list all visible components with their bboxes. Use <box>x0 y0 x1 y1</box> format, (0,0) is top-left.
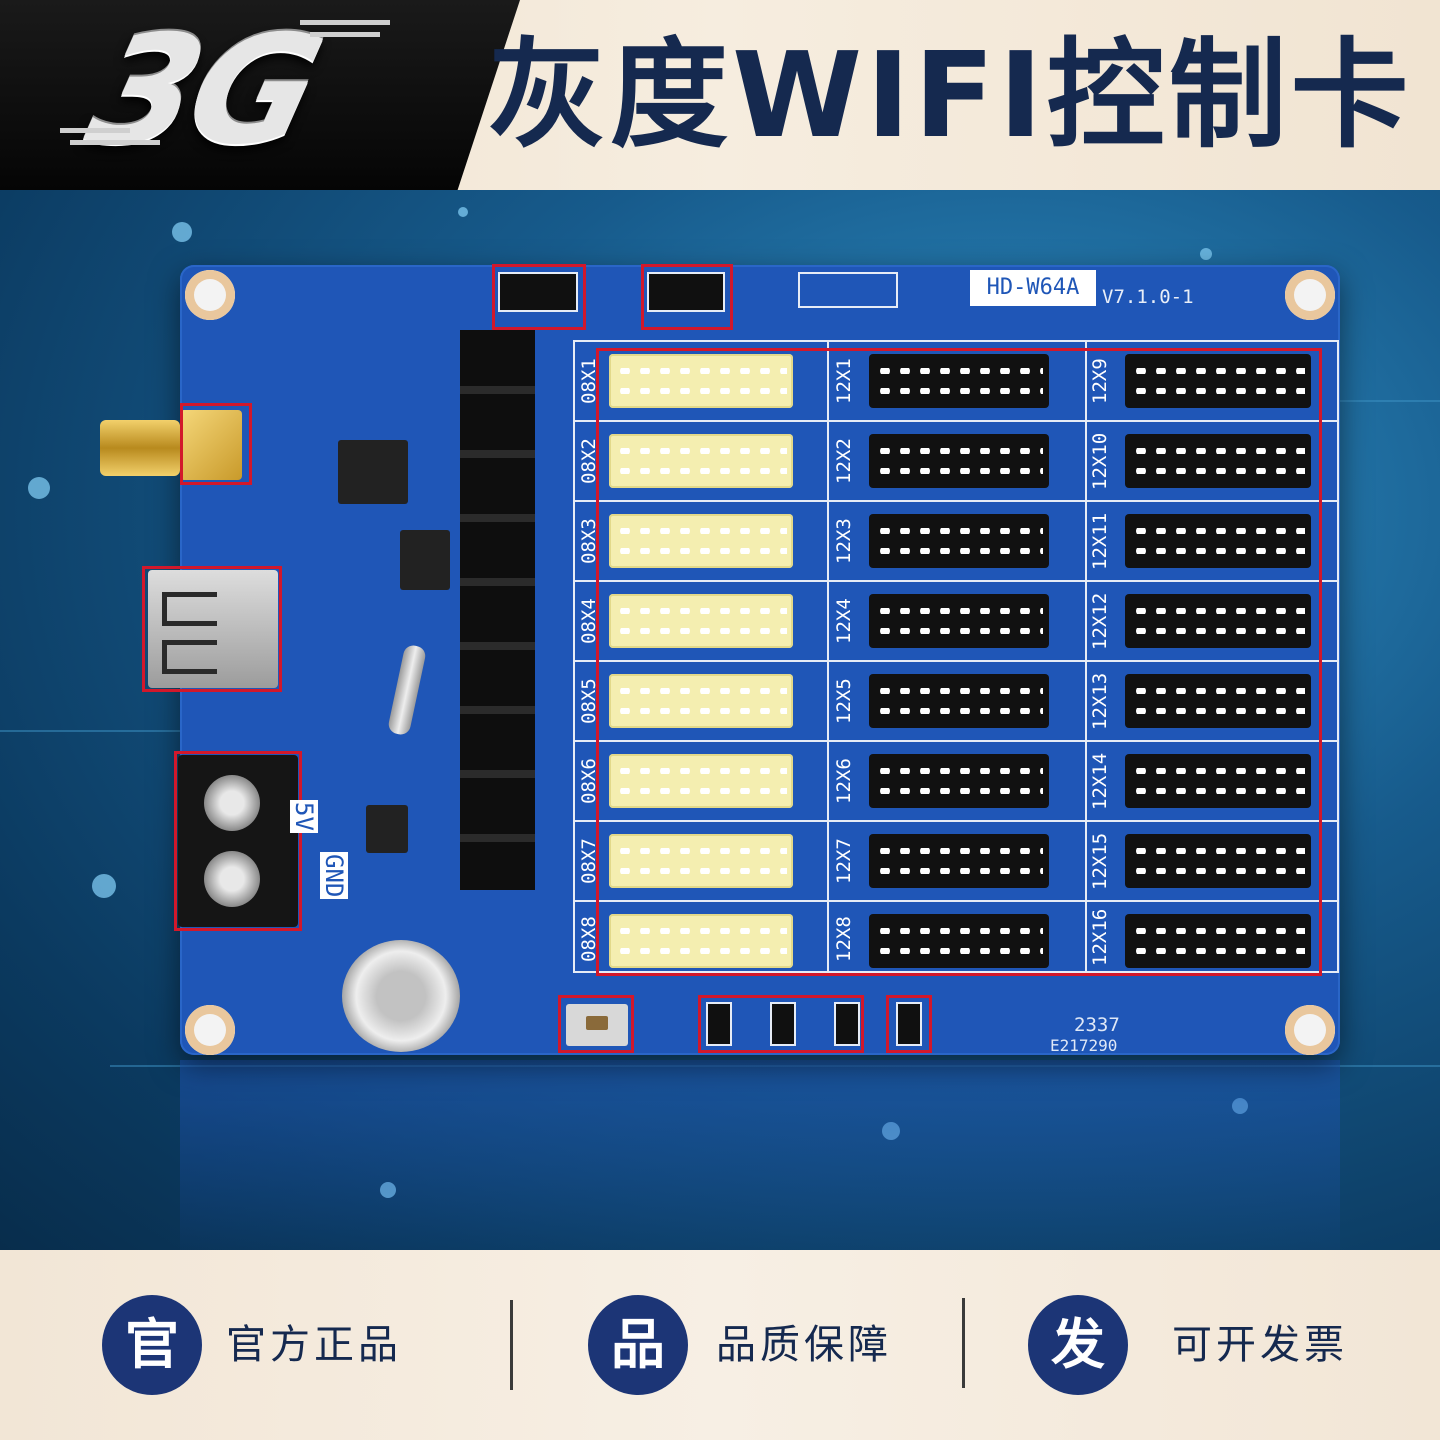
push-button <box>566 1004 628 1046</box>
hub12-header <box>869 434 1049 488</box>
bokeh-dot <box>458 207 468 217</box>
hub-port-grid: 08X1 08X2 08X3 08X4 08X5 08X6 08X7 08X8 … <box>573 340 1339 973</box>
certification-code: E217290 <box>1050 1036 1118 1055</box>
hub12-header <box>869 354 1049 408</box>
main-processor <box>338 440 408 504</box>
usb-slot <box>162 640 217 674</box>
date-code: 2337 <box>1074 1014 1120 1036</box>
hub12-header <box>869 514 1049 568</box>
bokeh-dot <box>28 477 50 499</box>
power-highlight <box>174 751 302 931</box>
hub12-header <box>1125 834 1311 888</box>
divider <box>510 1300 513 1390</box>
feature-badge: 发 <box>1028 1295 1128 1395</box>
hub08-header <box>609 354 793 408</box>
top-header-left-highlight <box>492 264 586 330</box>
port-grid-highlight <box>596 348 1322 976</box>
brand-logo: 3G <box>73 4 333 178</box>
feature-label: 可开发票 <box>1172 1322 1348 1368</box>
logo-stripe <box>70 140 160 145</box>
mount-hole <box>185 1005 235 1055</box>
bokeh-dot <box>1200 248 1212 260</box>
usb-port <box>148 570 278 688</box>
hub12-header <box>1125 434 1311 488</box>
terminal-screw <box>204 851 260 907</box>
feature-badge: 品 <box>588 1295 688 1395</box>
mount-hole <box>185 270 235 320</box>
hub12-header <box>869 674 1049 728</box>
hub08-header <box>609 914 793 968</box>
jumper-block <box>834 1002 860 1046</box>
coin-cell-battery <box>342 940 460 1052</box>
bokeh-dot <box>92 874 116 898</box>
hub08-header <box>609 834 793 888</box>
driver-chip <box>366 805 408 853</box>
feature-badge: 官 <box>102 1295 202 1395</box>
circuit-line <box>1340 400 1440 402</box>
antenna-connector <box>100 420 180 476</box>
power-label-5v: 5V <box>290 800 318 833</box>
top-header-p1 <box>798 272 898 308</box>
logo-stripe <box>310 32 380 37</box>
jumper-highlight <box>886 995 932 1053</box>
antenna-base <box>180 410 242 480</box>
logo-stripe <box>300 20 390 25</box>
hub12-header <box>869 834 1049 888</box>
antenna-highlight <box>180 403 252 485</box>
power-terminal <box>178 755 298 927</box>
port-cell <box>1085 900 1339 973</box>
hub12-header <box>869 754 1049 808</box>
usb-slot <box>162 592 217 626</box>
buffer-chip-column <box>460 330 535 890</box>
hub12-header <box>1125 354 1311 408</box>
jumper-block <box>706 1002 732 1046</box>
feature-bar: 官 官方正品 品 品质保障 发 可开发票 <box>0 1250 1440 1440</box>
logo-stripe <box>60 128 130 133</box>
jumper-block <box>770 1002 796 1046</box>
mount-hole <box>1285 1005 1335 1055</box>
hub12-header <box>1125 674 1311 728</box>
hub08-header <box>609 674 793 728</box>
memory-chip <box>400 530 450 590</box>
board-reflection <box>180 1060 1340 1250</box>
divider <box>962 1298 965 1388</box>
page-title: 灰度WIFI控制卡 <box>488 26 1413 164</box>
hub08-header <box>609 514 793 568</box>
board-model-label: HD-W64A <box>970 270 1096 306</box>
feature-label: 品质保障 <box>716 1322 892 1368</box>
hub12-header <box>1125 514 1311 568</box>
power-label-gnd: GND <box>320 852 348 900</box>
circuit-line <box>0 730 180 732</box>
bokeh-dot <box>172 222 192 242</box>
terminal-screw <box>204 775 260 831</box>
header-banner: 3G 灰度WIFI控制卡 <box>0 0 1440 190</box>
jumper-block <box>896 1002 922 1046</box>
logo-panel: 3G <box>0 0 520 190</box>
hub12-header <box>1125 594 1311 648</box>
hub08-header <box>609 594 793 648</box>
top-header-mid <box>647 272 725 312</box>
jumper-highlight <box>698 995 864 1053</box>
usb-highlight <box>142 566 282 692</box>
push-button-highlight <box>558 995 634 1053</box>
hub12-header <box>869 914 1049 968</box>
hub12-header <box>1125 914 1311 968</box>
top-header-mid-highlight <box>641 264 733 330</box>
hub08-header <box>609 434 793 488</box>
feature-label: 官方正品 <box>226 1322 402 1368</box>
mount-hole <box>1285 270 1335 320</box>
hub12-header <box>1125 754 1311 808</box>
hub12-header <box>869 594 1049 648</box>
hub08-header <box>609 754 793 808</box>
board-version-label: V7.1.0-1 <box>1102 286 1194 308</box>
top-header-left <box>498 272 578 312</box>
